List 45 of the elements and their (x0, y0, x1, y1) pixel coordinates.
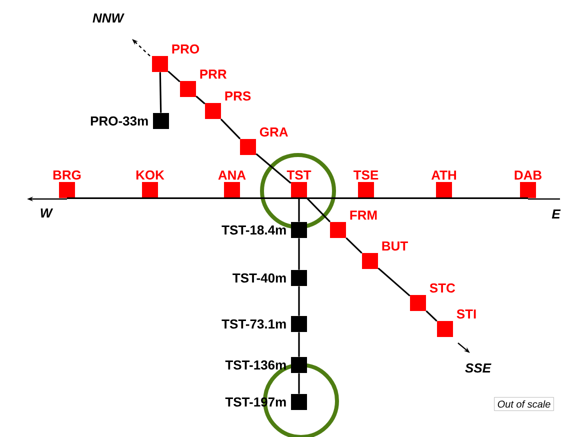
station-label: TST-73.1m (222, 319, 286, 329)
station-label: PRO (172, 44, 200, 54)
connector-line (67, 197, 150, 199)
station-label: ATH (431, 170, 456, 180)
connector-line (306, 198, 331, 222)
connector-line (150, 197, 232, 199)
direction-label: E (552, 210, 561, 218)
connector-line (298, 332, 300, 357)
station-label: ANA (218, 170, 246, 180)
direction-label: W (40, 208, 54, 218)
connector-line (426, 310, 438, 322)
station-label: TST (286, 170, 312, 180)
connector-line (256, 153, 292, 184)
connector-line (298, 198, 300, 222)
station-label: TST-136m (225, 360, 286, 370)
connector-line (196, 96, 206, 104)
connector-line (298, 286, 300, 316)
station-label: PRS (225, 91, 251, 101)
connector-line (159, 72, 162, 113)
station-label: TST-18.4m (222, 225, 286, 235)
station-label: DAB (514, 170, 542, 180)
direction-label: SSE (465, 363, 492, 373)
station-label: STI (456, 309, 476, 319)
station-label: PRR (200, 70, 227, 79)
connector-line (220, 118, 241, 140)
connector-line (444, 197, 528, 199)
connector-line (346, 237, 362, 254)
station-label: GRA (260, 127, 288, 137)
connector-line (232, 197, 299, 199)
connector-line (366, 197, 444, 199)
connector-line (298, 373, 300, 394)
station-label: STC (430, 283, 456, 293)
connector-line (298, 238, 300, 270)
connector-line (299, 197, 366, 199)
direction-label: NNW (92, 14, 124, 22)
connector-line (168, 70, 180, 82)
station-label: FRM (350, 210, 377, 220)
station-label: BUT (382, 242, 408, 251)
note-box: Out of scale (494, 397, 554, 411)
station-label: KOK (136, 170, 164, 180)
station-label: BRG (53, 170, 81, 180)
station-label: TSE (354, 170, 378, 180)
connector-line (378, 268, 410, 296)
station-label: PRO-33m (90, 116, 148, 126)
station-label: TST-40m (232, 273, 286, 283)
